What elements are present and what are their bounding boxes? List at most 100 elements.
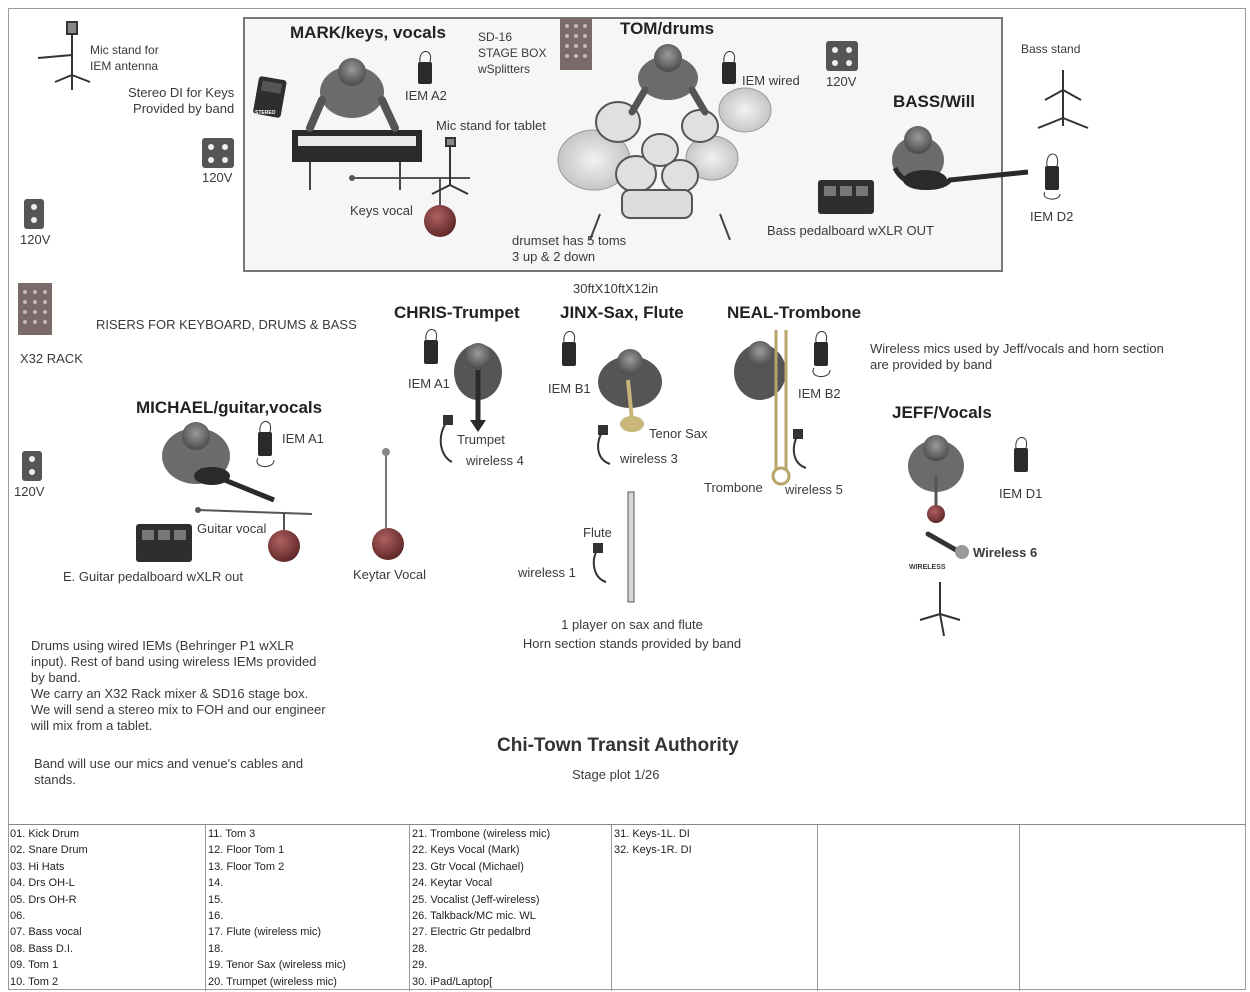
iem-pack-icon bbox=[562, 331, 576, 366]
input-channel: 26. Talkback/MC mic. WL bbox=[412, 910, 536, 923]
keyboard-icon bbox=[292, 130, 422, 190]
input-channel: 10. Tom 2 bbox=[10, 975, 59, 988]
wireless-5-label: wireless 5 bbox=[785, 482, 843, 497]
input-channel: 12. Floor Tom 1 bbox=[208, 844, 285, 857]
musician-name-jeff: JEFF/Vocals bbox=[892, 403, 992, 422]
input-list-column: 11. Tom 3 12. Floor Tom 1 13. Floor Tom … bbox=[206, 825, 410, 991]
input-list-column: 21. Trombone (wireless mic) 22. Keys Voc… bbox=[410, 825, 612, 991]
input-channel: 28. bbox=[412, 942, 428, 955]
stage-plot-frame bbox=[8, 8, 1246, 990]
iem-pack-icon bbox=[1043, 153, 1061, 200]
input-channel: 27. Electric Gtr pedalbrd bbox=[412, 926, 531, 939]
tenor-sax-label: Tenor Sax bbox=[649, 426, 708, 441]
bass-stand-icon bbox=[1037, 70, 1089, 129]
iem-d1-label: IEM D1 bbox=[999, 486, 1043, 501]
drumset-note: drumset has 5 toms 3 up & 2 down bbox=[512, 233, 627, 264]
wireless-handheld-mic-icon bbox=[925, 531, 969, 559]
guitar-vocal-mic-stand-icon bbox=[195, 507, 313, 562]
wireless-mics-note: Wireless mics used by Jeff/vocals and ho… bbox=[870, 341, 1164, 372]
iem-a2-label: IEM A2 bbox=[405, 88, 447, 103]
chris-person-icon bbox=[454, 343, 502, 432]
iem-wired-label: IEM wired bbox=[742, 73, 800, 88]
input-channel: 04. Drs OH-L bbox=[10, 877, 75, 890]
input-channel: 23. Gtr Vocal (Michael) bbox=[412, 860, 524, 873]
input-channel: 01. Kick Drum bbox=[10, 828, 80, 840]
bass-guitar-icon bbox=[892, 166, 1029, 190]
riser-size-label: 30ftX10ftX12in bbox=[573, 281, 659, 296]
outlet-120v-label: 120V bbox=[826, 74, 857, 89]
mic-stand-tablet-label: Mic stand for tablet bbox=[436, 118, 546, 133]
input-channel: 20. Trumpet (wireless mic) bbox=[208, 975, 337, 988]
keytar-vocal-mic-stand-icon bbox=[372, 448, 404, 560]
input-channel: 09. Tom 1 bbox=[10, 959, 59, 972]
wireless-3-label: wireless 3 bbox=[620, 451, 678, 466]
guitar-pedalboard-label: E. Guitar pedalboard wXLR out bbox=[63, 569, 243, 584]
outlet-icon bbox=[24, 199, 44, 229]
keys-vocal-label: Keys vocal bbox=[350, 203, 413, 218]
neal-person-icon bbox=[734, 341, 786, 400]
musician-name-jinx: JINX-Sax, Flute bbox=[560, 303, 684, 322]
wireless-clip-mic-icon bbox=[597, 425, 611, 465]
electric-guitar-icon bbox=[194, 467, 275, 503]
input-channel: 15. bbox=[208, 893, 224, 906]
iem-pack-icon bbox=[722, 51, 736, 84]
outlet-icon bbox=[22, 451, 42, 481]
jeff-person-icon bbox=[908, 435, 964, 523]
iem-pack-icon bbox=[1014, 437, 1028, 472]
input-channel: 11. Tom 3 bbox=[208, 828, 256, 840]
outlet-120v-label: 120V bbox=[202, 170, 233, 185]
stereo-di-icon bbox=[253, 76, 287, 118]
guitar-pedalboard-icon bbox=[136, 524, 192, 562]
sd16-stage-box-icon bbox=[560, 18, 592, 70]
flute-icon bbox=[627, 491, 635, 603]
input-channel: 16. bbox=[208, 910, 224, 923]
input-channel: 18. bbox=[208, 942, 224, 955]
input-channel: 25. Vocalist (Jeff-wireless) bbox=[412, 893, 540, 906]
input-channel: 19. Tenor Sax (wireless mic) bbox=[208, 959, 346, 972]
stereo-di-box-label: STEREO DI bbox=[255, 110, 276, 122]
keytar-vocal-label: Keytar Vocal bbox=[353, 567, 426, 582]
input-list-column bbox=[1020, 825, 1244, 991]
input-channel: 07. Bass vocal bbox=[10, 926, 82, 939]
input-list-column: 01. Kick Drum 02. Snare Drum 03. Hi Hats… bbox=[8, 825, 206, 991]
x32-rack-icon bbox=[18, 283, 52, 335]
musician-name-bass: BASS/Will bbox=[893, 92, 976, 111]
outlet-120v-label: 120V bbox=[20, 232, 51, 247]
drumset-icon bbox=[557, 87, 772, 241]
mic-stand-tablet-icon bbox=[431, 137, 469, 195]
wireless-clip-mic-icon bbox=[592, 543, 607, 583]
iem-a1-chris-label: IEM A1 bbox=[408, 376, 450, 391]
musician-name-michael: MICHAEL/guitar,vocals bbox=[136, 398, 323, 417]
x32-rack-label: X32 RACK bbox=[20, 351, 83, 366]
iem-b2-label: IEM B2 bbox=[798, 386, 841, 401]
input-channel: 03. Hi Hats bbox=[10, 860, 65, 873]
mic-stand-iem-label: Mic stand for IEM antenna bbox=[90, 43, 159, 73]
iem-pack-icon bbox=[256, 421, 275, 467]
outlet-icon bbox=[826, 41, 858, 71]
outlet-icon bbox=[202, 138, 234, 168]
wireless-tag-label: WIRELESS bbox=[909, 564, 946, 571]
wireless-clip-mic-icon bbox=[439, 415, 453, 463]
sd16-label: SD-16 STAGE BOX wSplitters bbox=[478, 30, 547, 76]
stage-plot-subtitle: Stage plot 1/26 bbox=[572, 767, 660, 782]
wireless-6-label: Wireless 6 bbox=[973, 545, 1038, 560]
trumpet-label: Trumpet bbox=[457, 432, 505, 447]
mic-stand-icon bbox=[919, 582, 961, 637]
input-channel: 29. bbox=[412, 959, 428, 972]
iem-d2-label: IEM D2 bbox=[1030, 209, 1074, 224]
mic-stand-iem-antenna-icon bbox=[37, 21, 91, 90]
wireless-1-label: wireless 1 bbox=[518, 565, 576, 580]
bass-pedalboard-label: Bass pedalboard wXLR OUT bbox=[767, 223, 934, 238]
input-channel: 21. Trombone (wireless mic) bbox=[412, 828, 551, 840]
risers-note: RISERS FOR KEYBOARD, DRUMS & BASS bbox=[96, 317, 357, 332]
iem-b1-label: IEM B1 bbox=[548, 381, 591, 396]
drums-iem-note: Drums using wired IEMs (Behringer P1 wXL… bbox=[31, 638, 326, 733]
bass-pedalboard-icon bbox=[818, 180, 874, 214]
input-list-column bbox=[818, 825, 1020, 991]
musician-name-mark: MARK/keys, vocals bbox=[290, 23, 446, 42]
input-channel: 05. Drs OH-R bbox=[10, 893, 77, 906]
jinx-person-icon bbox=[598, 349, 662, 432]
musician-name-tom: TOM/drums bbox=[620, 19, 715, 38]
sax-flute-note: 1 player on sax and flute Horn section s… bbox=[522, 617, 742, 651]
input-channel: 14. bbox=[208, 877, 224, 890]
